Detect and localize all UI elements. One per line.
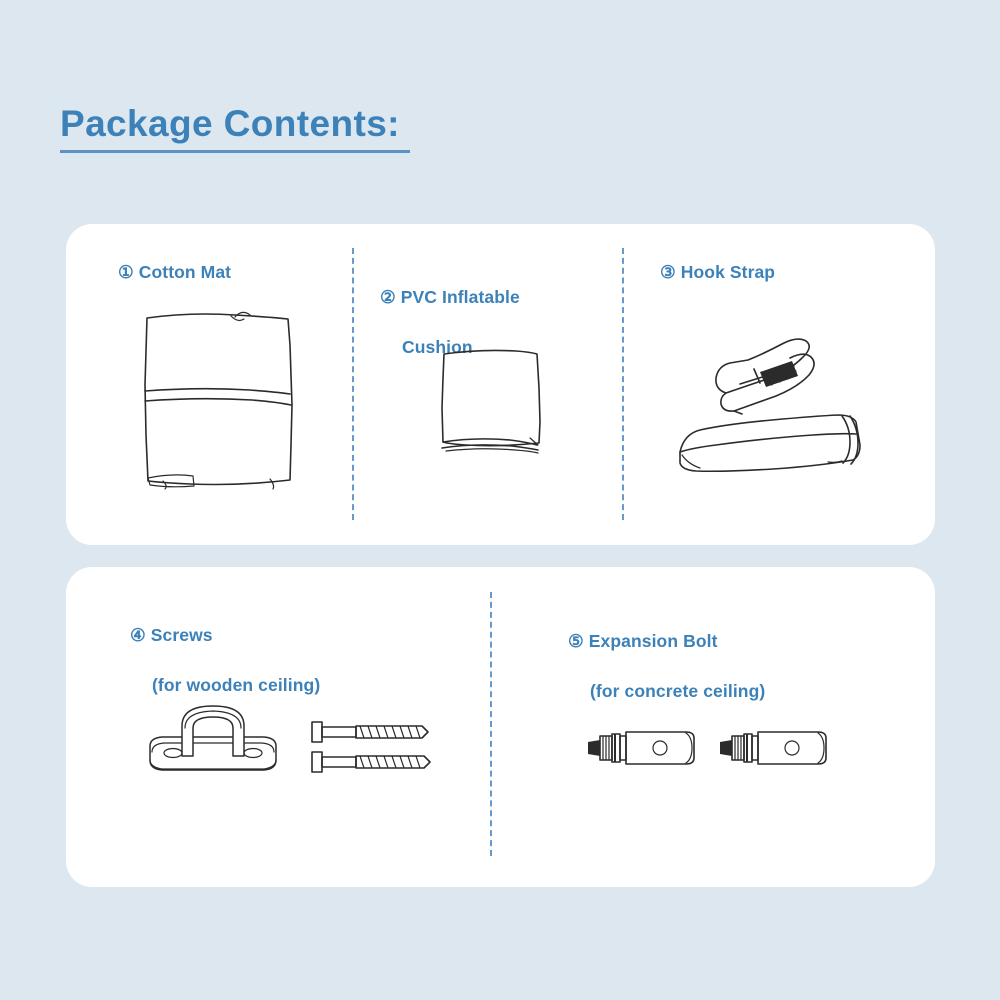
item-label-hook-strap: ③ Hook Strap	[660, 262, 776, 282]
page-title-block: Package Contents:	[60, 103, 560, 153]
expansion-bolts-icon	[570, 712, 870, 787]
expansion-bolt-1	[588, 731, 695, 765]
title-underline	[60, 150, 410, 153]
item-label-expansion-bolt-line2: (for concrete ceiling)	[590, 680, 766, 701]
item-label-pvc-cushion-line2: Cushion	[402, 336, 473, 357]
item-label-screws: ④ Screws (for wooden ceiling)	[130, 598, 390, 697]
folded-pvc-cushion-icon	[420, 338, 580, 478]
item-label-expansion-bolt: ⑤ Expansion Bolt (for concrete ceiling)	[568, 604, 848, 703]
item-label-cotton-mat: ① Cotton Mat	[118, 262, 232, 282]
carabiner-shape	[715, 338, 815, 415]
item-label-screws-line1: ④ Screws	[130, 624, 213, 645]
item-label-pvc-cushion-line1: ② PVC Inflatable	[380, 286, 520, 307]
item-label-expansion-bolt-line1: ⑤ Expansion Bolt	[568, 630, 718, 651]
expansion-bolt-2	[720, 731, 827, 765]
contents-card-bottom	[66, 567, 935, 887]
page-title: Package Contents:	[60, 103, 400, 144]
eye-plate-and-lag-screws-icon	[132, 690, 452, 800]
lag-screw-2	[311, 751, 431, 773]
lag-screw-1	[311, 721, 429, 743]
carabiner-and-strap-icon	[668, 330, 903, 495]
folded-strap-shape	[679, 414, 861, 473]
column-divider-3	[490, 592, 492, 856]
eye-plate-shape	[149, 705, 277, 771]
item-label-screws-line2: (for wooden ceiling)	[152, 674, 321, 695]
contents-card-top	[66, 224, 935, 545]
column-divider-1	[352, 248, 354, 520]
item-label-pvc-cushion: ② PVC Inflatable Cushion	[380, 260, 570, 359]
column-divider-2	[622, 248, 624, 520]
carabiner-lock-sleeve	[760, 361, 798, 387]
folded-cotton-mat-icon	[130, 295, 330, 505]
